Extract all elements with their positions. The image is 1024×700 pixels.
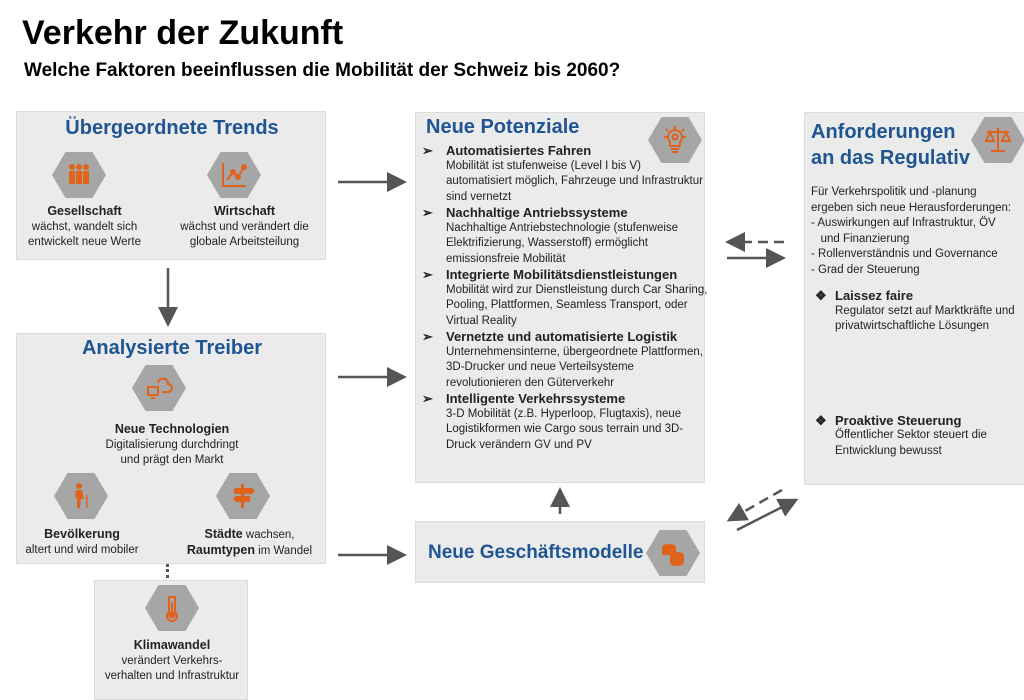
dotted-connector (166, 564, 169, 578)
trends-heading: Übergeordnete Trends (65, 117, 279, 139)
thermometer-icon (145, 585, 199, 631)
arrow-geschaeft-regulativ (736, 498, 799, 532)
page-title: Verkehr der Zukunft (22, 14, 344, 52)
arrow-regulativ-geschaeft-dashed (726, 488, 783, 522)
geschaeftsmodelle-box: Neue Geschäftsmodelle (415, 521, 705, 583)
scales-icon (971, 117, 1024, 163)
people-icon (52, 152, 106, 198)
potenziale-heading: Neue Potenziale (426, 116, 580, 138)
chart-icon (207, 152, 261, 198)
elderly-person-icon (54, 473, 108, 519)
coins-icon (646, 530, 700, 576)
signpost-icon (216, 473, 270, 519)
page-subtitle: Welche Faktoren beeinflussen die Mobilit… (24, 60, 621, 81)
cloud-devices-icon (132, 365, 186, 411)
treiber-staedte: Städte wachsen,Raumtypen im Wandel (186, 527, 313, 557)
geschaeftsmodelle-heading: Neue Geschäftsmodelle (428, 542, 644, 563)
treiber-heading: Analysierte Treiber (81, 337, 263, 359)
